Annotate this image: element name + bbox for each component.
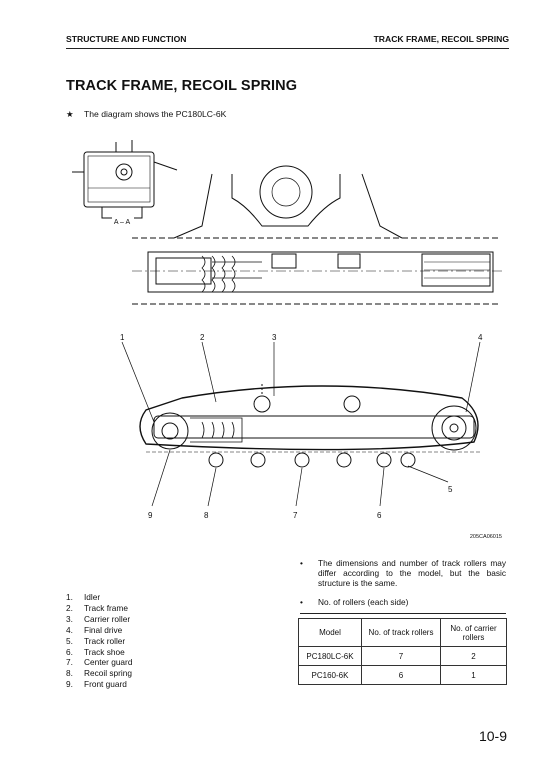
table-header-row: Model No. of track rollers No. of carrie…	[298, 618, 507, 647]
callout-1: 1	[120, 333, 125, 342]
header-topic-title: TRACK FRAME, RECOIL SPRING	[373, 34, 509, 44]
list-item: 5.Track roller	[66, 635, 126, 646]
side-view	[139, 384, 480, 468]
notes-list: • The dimensions and number of track rol…	[300, 558, 506, 607]
table-row: PC180LC-6K 7 2	[298, 646, 507, 666]
callout-7: 7	[293, 511, 298, 520]
list-item: 2.Track frame	[66, 602, 128, 613]
callout-2: 2	[200, 333, 205, 342]
roller-count-table: Model No. of track rollers No. of carrie…	[298, 618, 507, 685]
bullet-icon: •	[300, 596, 303, 607]
callout-6: 6	[377, 511, 382, 520]
running-header: STRUCTURE AND FUNCTION TRACK FRAME, RECO…	[66, 34, 509, 48]
diagram-note-text: The diagram shows the PC180LC-6K	[84, 109, 227, 119]
callout-9: 9	[148, 511, 153, 520]
list-item: 4.Final drive	[66, 624, 123, 635]
list-item: 7.Center guard	[66, 657, 133, 668]
section-label: A – A	[114, 219, 131, 226]
list-item: 6.Track shoe	[66, 646, 125, 657]
callout-5: 5	[448, 485, 453, 494]
track-frame-diagram: A – A	[72, 140, 502, 540]
col-track-rollers: No. of track rollers	[361, 618, 441, 647]
table-top-rule	[300, 613, 506, 614]
bullet-icon: •	[300, 558, 303, 568]
note-item: • No. of rollers (each side)	[300, 597, 506, 607]
list-item: 3.Carrier roller	[66, 613, 131, 624]
section-view-a-a: A – A	[72, 140, 178, 226]
callout-numbers: 1 2 3 4 9 8 7 6 5	[120, 333, 483, 520]
list-item: 9.Front guard	[66, 679, 127, 690]
callout-8: 8	[204, 511, 209, 520]
note-item: • The dimensions and number of track rol…	[300, 558, 506, 589]
col-model: Model	[298, 618, 362, 647]
star-icon: ★	[66, 109, 74, 119]
cell-track-rollers: 7	[361, 646, 441, 666]
cell-carrier-rollers: 1	[440, 665, 507, 685]
cell-track-rollers: 6	[361, 665, 441, 685]
note-rollers-text: No. of rollers (each side)	[318, 596, 409, 607]
table-row: PC160-6K 6 1	[298, 665, 507, 685]
cell-model: PC180LC-6K	[298, 646, 362, 666]
parts-list: 1.Idler 2.Track frame 3.Carrier roller 4…	[66, 592, 132, 690]
list-item: 1.Idler	[66, 592, 101, 602]
callout-4: 4	[478, 333, 483, 342]
header-section-title: STRUCTURE AND FUNCTION	[66, 34, 187, 44]
diagram-note: ★ The diagram shows the PC180LC-6K	[66, 109, 226, 120]
cell-carrier-rollers: 2	[440, 646, 507, 666]
top-view	[132, 165, 502, 305]
callout-3: 3	[272, 333, 277, 342]
col-carrier-rollers: No. of carrier rollers	[440, 618, 507, 647]
figure-code: 205CA06015	[470, 534, 502, 540]
header-rule	[66, 48, 509, 49]
page-title: TRACK FRAME, RECOIL SPRING	[66, 78, 298, 94]
callout-leaders	[121, 341, 481, 507]
note-dimensions-text: The dimensions and number of track rolle…	[318, 558, 506, 589]
page-number: 10-9	[478, 728, 507, 744]
cell-model: PC160-6K	[298, 665, 362, 685]
list-item: 8.Recoil spring	[66, 668, 132, 679]
